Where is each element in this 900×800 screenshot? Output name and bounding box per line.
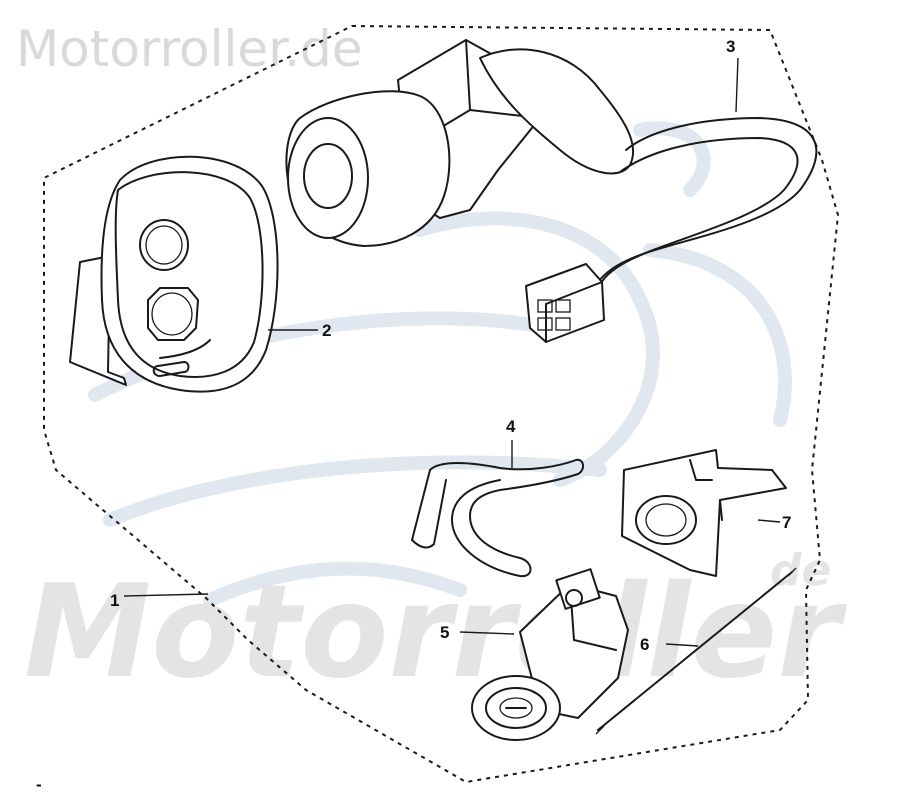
- set-boundary-outline: [43, 24, 840, 784]
- watermark-scooter-logo: [88, 121, 792, 607]
- seat-lock-part: [471, 568, 629, 741]
- watermark-top-text: Motorroller.de: [16, 20, 363, 78]
- lock-cover-part: [69, 155, 279, 393]
- lock-bracket-part: [621, 449, 787, 577]
- callout-leaders: [123, 57, 781, 647]
- callout-3: 3: [726, 37, 735, 56]
- callout-1: 1: [110, 591, 119, 610]
- watermark-suffix-text: de: [770, 545, 831, 596]
- lock-cylinder-part: [285, 39, 818, 343]
- callout-2: 2: [322, 321, 331, 340]
- callout-4: 4: [506, 417, 516, 436]
- callout-5: 5: [440, 623, 449, 642]
- watermark-big-text: Motorroller: [24, 558, 847, 707]
- callout-7: 7: [782, 513, 791, 532]
- callout-6: 6: [640, 635, 649, 654]
- lock-cable-part: [595, 567, 797, 735]
- corner-mark: -: [36, 775, 42, 794]
- spring-clip-part: [411, 458, 584, 578]
